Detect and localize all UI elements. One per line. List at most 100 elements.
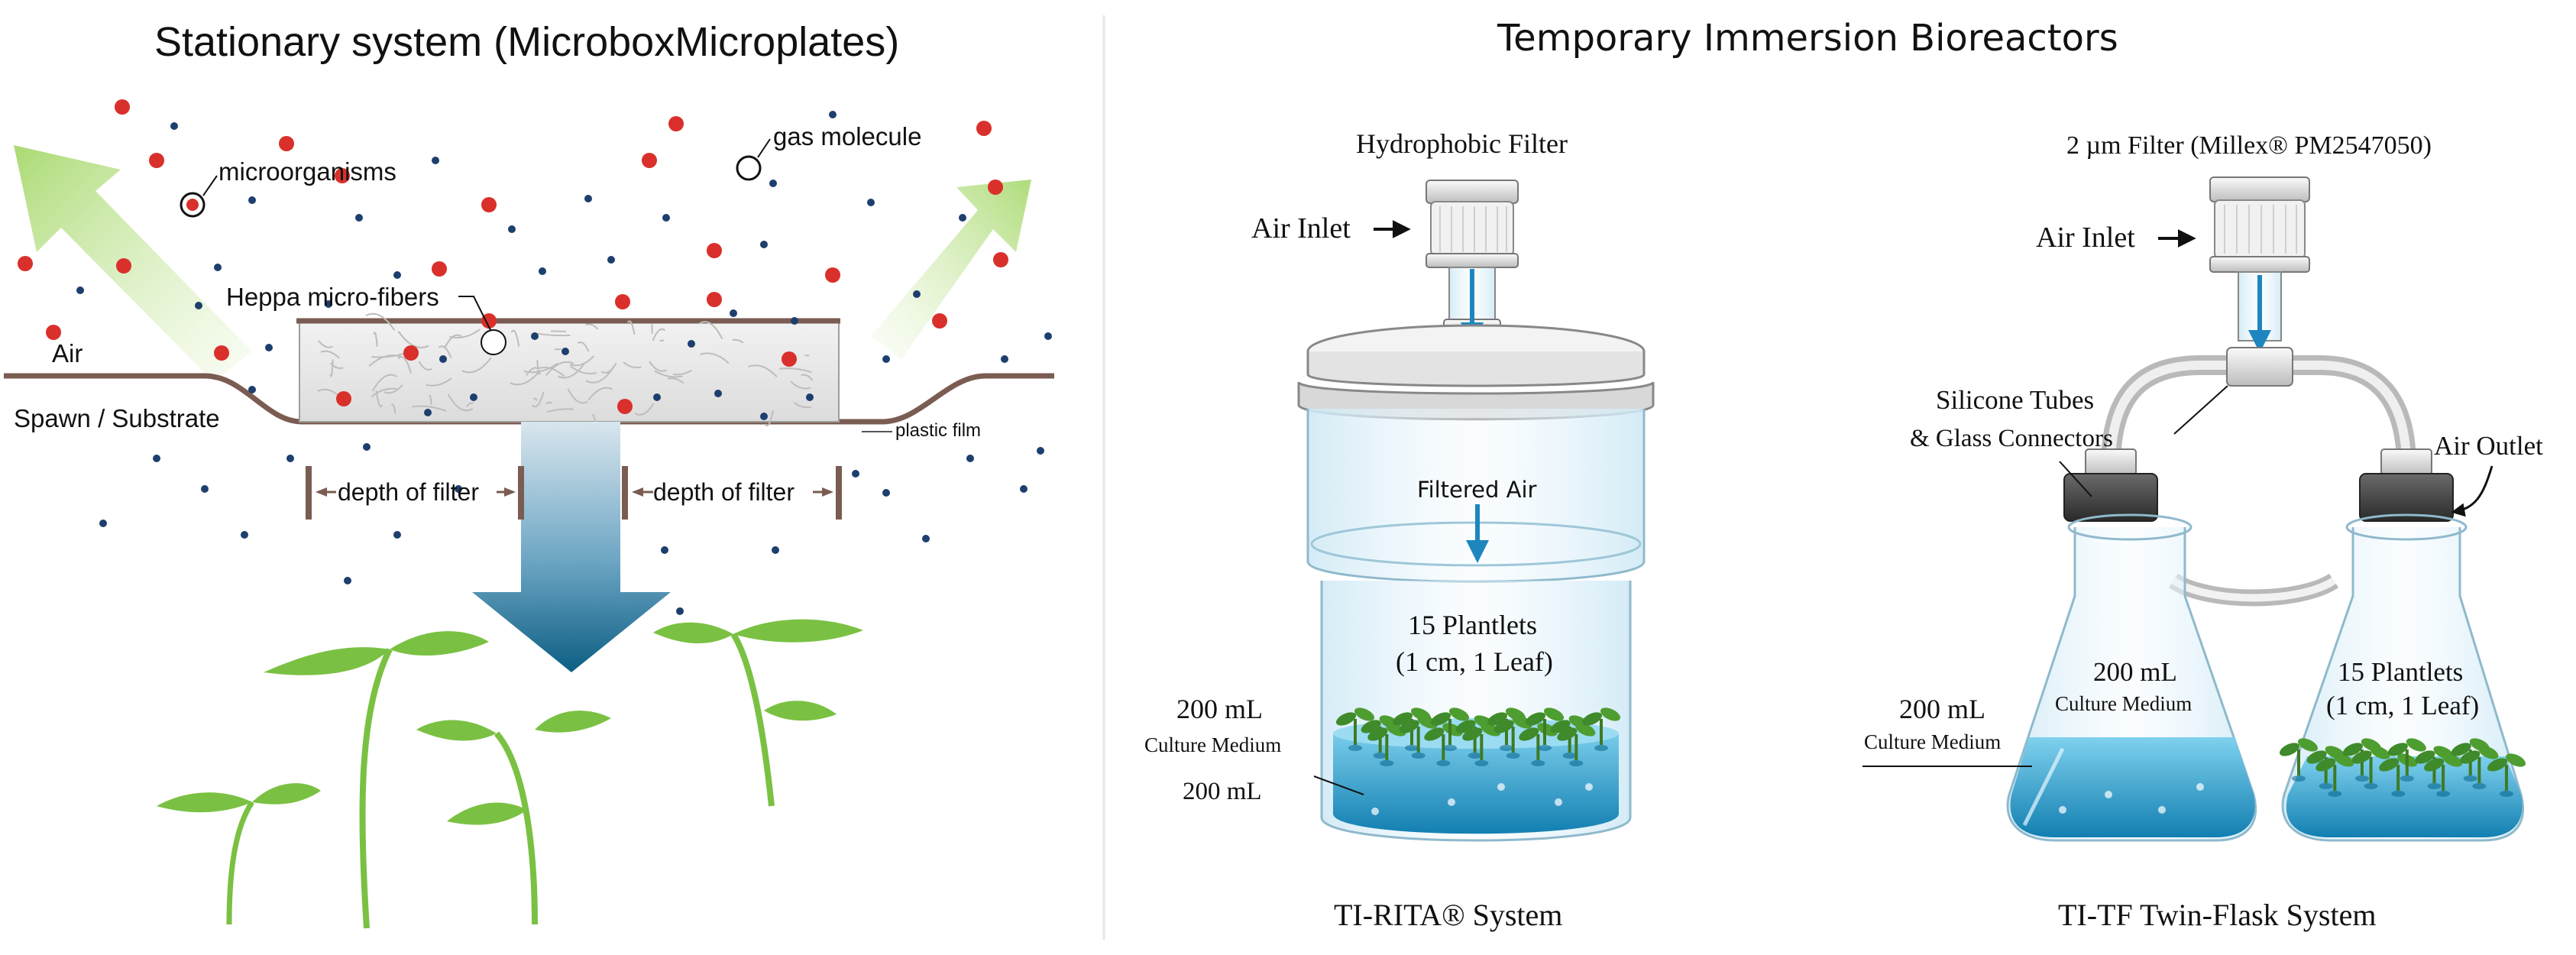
gas-molecule-dot	[1037, 447, 1044, 455]
twin-plantlets-label: 15 Plantlets	[2338, 657, 2464, 687]
gas-molecule-dot	[153, 455, 160, 462]
label-spawn: Spawn / Substrate	[14, 404, 220, 432]
rita-volume-label: 200 mL	[1176, 694, 1263, 724]
medium-bubble	[2105, 791, 2112, 798]
label-plastic-film: plastic film	[895, 420, 982, 441]
gas-molecule-dot	[1020, 485, 1027, 493]
gas-molecule-dot	[867, 199, 875, 206]
airflow-arrow-left	[14, 145, 252, 382]
gas-molecule-dot	[791, 317, 798, 325]
gas-molecule-dot	[363, 443, 371, 451]
medium-bubble	[1555, 798, 1562, 806]
filter-fibers	[317, 312, 814, 427]
twin-medium-outer-label: Culture Medium	[1864, 730, 2002, 753]
gas-molecule-dot	[584, 195, 592, 202]
label-gas-molecule: gas molecule	[773, 122, 922, 151]
gas-molecule-dot	[772, 546, 779, 554]
label-depth-left: depth of filter	[338, 478, 479, 506]
microorganism-dot	[617, 399, 633, 414]
twin-air-inlet-label: Air Inlet	[2036, 222, 2135, 254]
label-heppa: Heppa micro-fibers	[226, 283, 439, 311]
medium-bubble	[1585, 783, 1593, 791]
gas-molecule-dot	[662, 214, 670, 222]
gas-molecule-dot	[170, 122, 178, 130]
heppa-filter	[299, 320, 840, 422]
gas-molecule-dot	[286, 455, 294, 462]
gas-molecule-dot	[393, 531, 401, 539]
heppa-pointer-marker	[481, 329, 506, 355]
label-depth-right: depth of filter	[653, 478, 794, 506]
twin-flask-plantlets	[2279, 738, 2526, 797]
microorganism-dot	[18, 256, 33, 271]
seedlings	[157, 619, 863, 929]
rita-filtered-air-label: Filtered Air	[1417, 477, 1537, 503]
microorganism-dot	[642, 153, 657, 168]
medium-bubble	[2059, 806, 2066, 814]
gas-molecule-dot	[913, 290, 921, 298]
gas-molecule-dot	[455, 485, 462, 493]
microorganism-dot	[336, 391, 351, 406]
gas-molecule-dot	[806, 393, 814, 401]
gas-molecule-dot	[760, 241, 768, 248]
gas-molecule-dot	[201, 485, 209, 493]
rita-medium-label: Culture Medium	[1144, 733, 1282, 756]
microorganism-dot	[115, 99, 130, 115]
microorganism-dot	[668, 116, 684, 131]
gas-molecule-dot	[607, 256, 615, 264]
gas-molecule-dot	[195, 302, 202, 309]
rita-filter-label: Hydrophobic Filter	[1356, 128, 1568, 159]
label-microorganisms: microorganisms	[218, 157, 396, 186]
microorganism-dot	[707, 243, 722, 258]
microorganism-dot	[46, 325, 61, 340]
gas-molecule-dot	[355, 214, 363, 222]
microorganism-dot	[932, 313, 947, 329]
gas-molecule-dot	[439, 355, 447, 363]
twin-filter-label: 2 µm Filter (Millex® PM2547050)	[2066, 131, 2432, 160]
gas-molecule-dot	[852, 470, 859, 478]
stationary-panel	[4, 99, 1054, 929]
plastic-film	[4, 373, 1054, 425]
gas-molecule-dot	[760, 413, 768, 420]
gas-molecule-dot	[1044, 332, 1052, 340]
microorganism-dot	[279, 136, 294, 151]
gas-molecule-dot	[769, 180, 777, 187]
rita-plantlets-size-label: (1 cm, 1 Leaf)	[1396, 646, 1553, 677]
gas-molecule-dot	[531, 332, 539, 340]
gas-molecule-dot	[688, 340, 695, 348]
microorganism-dot	[403, 345, 419, 361]
twin-air-outlet-label: Air Outlet	[2434, 431, 2543, 461]
twin-flask-system	[1862, 176, 2526, 842]
microorganism-dot	[481, 313, 497, 329]
gas-molecule-dot	[241, 531, 248, 539]
gas-molecule-dot	[344, 577, 351, 584]
gas-molecule-legend-marker	[736, 155, 762, 181]
twin-system-label: TI-TF Twin-Flask System	[2058, 898, 2377, 932]
gas-molecule-dot	[829, 111, 837, 118]
twin-plantlets-size-label: (1 cm, 1 Leaf)	[2326, 691, 2480, 720]
microorganism-dot	[988, 180, 1003, 195]
gas-molecule-dot	[714, 390, 722, 397]
microorganism-dot	[782, 351, 797, 367]
medium-bubble	[1448, 798, 1455, 806]
microorganism-dot	[214, 345, 229, 361]
gas-molecule-dot	[393, 271, 401, 279]
gas-molecule-dot	[248, 386, 256, 393]
stationary-title: Stationary system (MicroboxMicroplates)	[154, 19, 900, 65]
airflow-arrow-right	[871, 180, 1031, 359]
microorganism-dot	[993, 252, 1008, 267]
gas-molecule-dot	[730, 309, 737, 317]
twin-connectors-label: & Glass Connectors	[1910, 425, 2113, 452]
twin-volume-inner-label: 200 mL	[2093, 657, 2177, 687]
rita-vessel	[1297, 180, 1655, 842]
gas-molecule-dot	[248, 196, 256, 204]
medium-bubble	[2196, 783, 2204, 791]
microorganism-dot	[976, 121, 992, 136]
twin-tubes-label: Silicone Tubes	[1936, 385, 2095, 415]
gas-molecule-dot	[966, 455, 974, 462]
rita-plantlets	[1335, 707, 1621, 766]
gas-molecule-dot	[1001, 355, 1008, 363]
gas-molecule-dot	[424, 409, 432, 416]
medium-bubble	[2158, 806, 2166, 814]
gas-molecule-dot	[76, 286, 84, 294]
